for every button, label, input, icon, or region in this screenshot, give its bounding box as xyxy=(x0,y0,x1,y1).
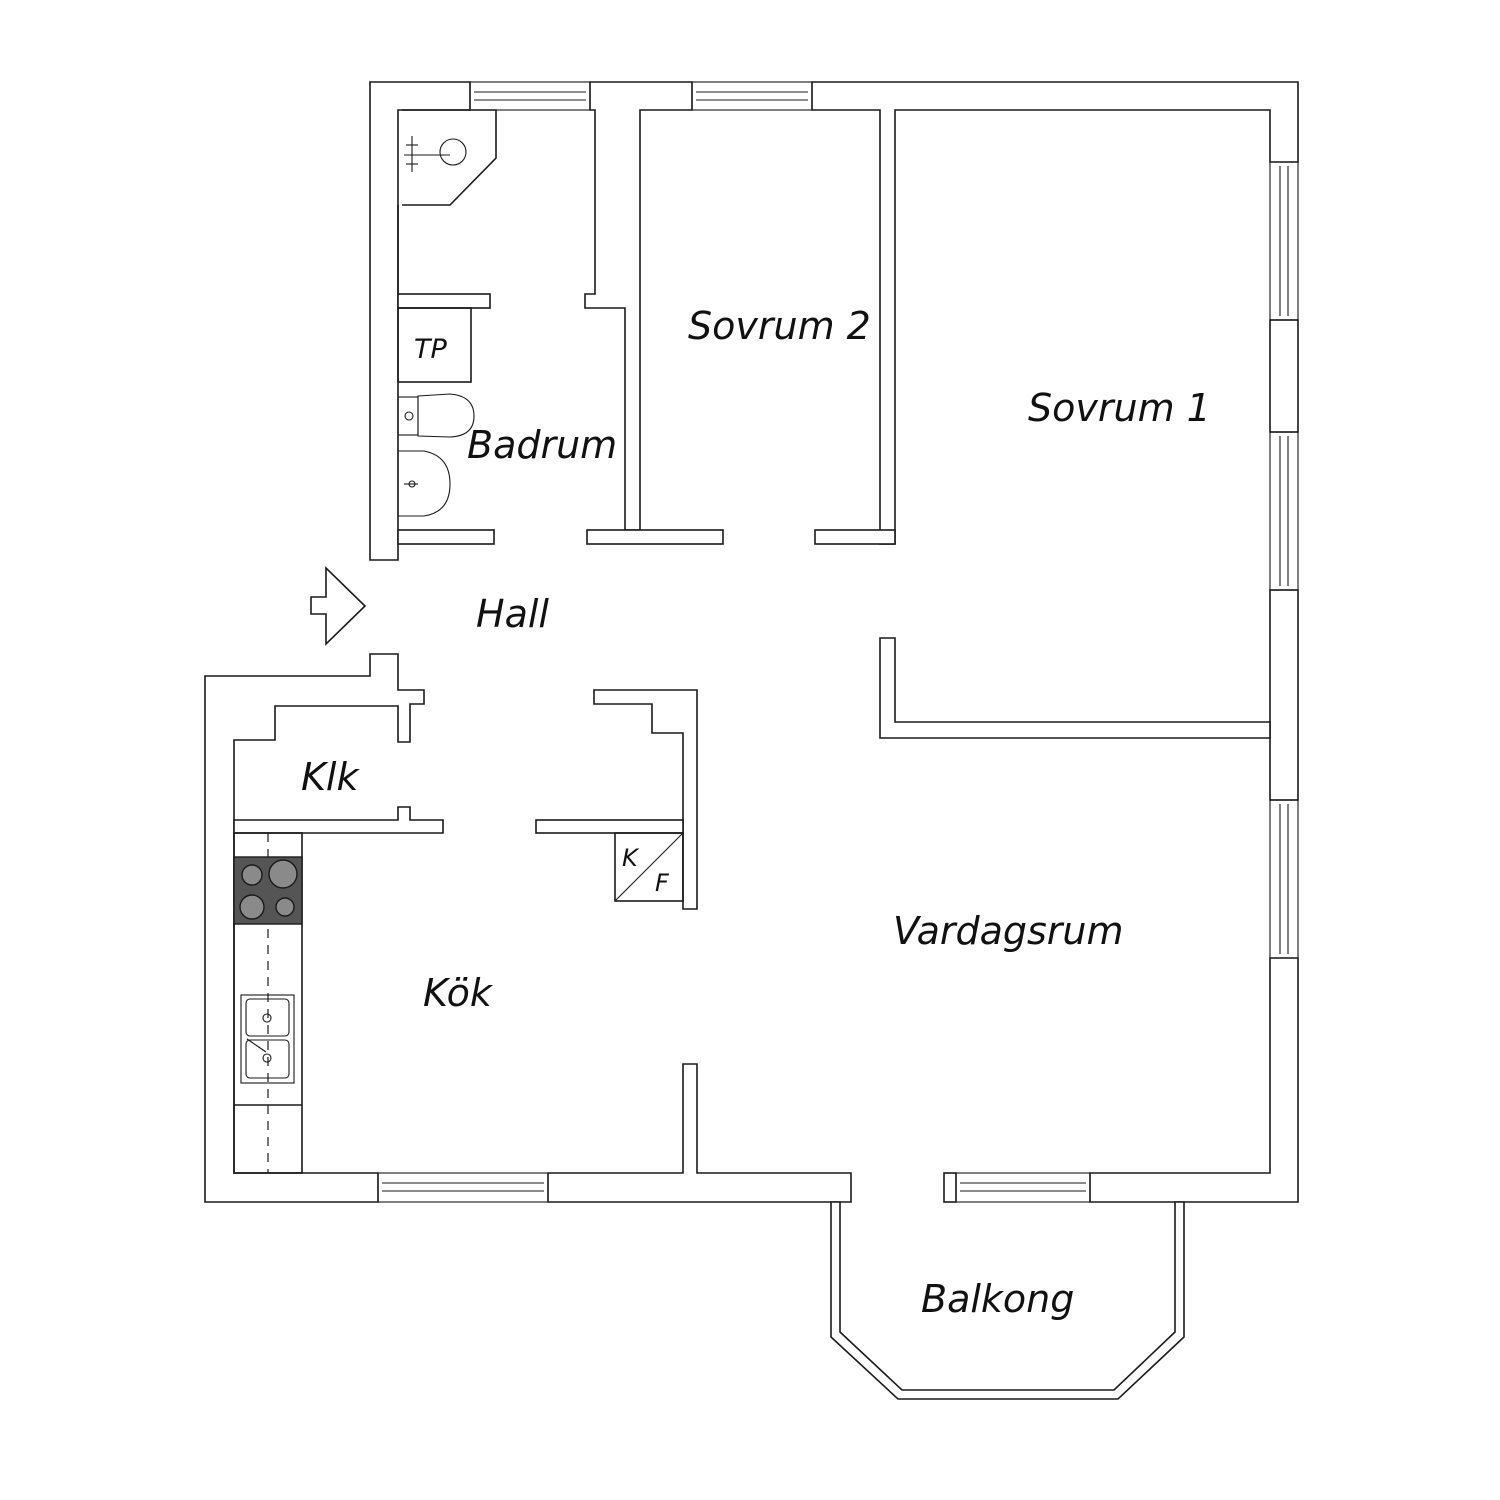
fridge-label-f: F xyxy=(655,869,670,897)
room-label-vardagsrum: Vardagsrum xyxy=(893,909,1124,953)
bathroom-fixtures xyxy=(397,109,497,517)
wall-bath-inner xyxy=(397,293,491,309)
windows xyxy=(377,81,1299,1203)
window-bed1-right-b xyxy=(1269,431,1299,591)
room-labels: Sovrum 2 Sovrum 1 Badrum TP Hall Klk Kök… xyxy=(301,304,1211,1321)
room-label-balkong: Balkong xyxy=(921,1277,1074,1321)
room-label-hall: Hall xyxy=(476,592,549,636)
sink-double-icon xyxy=(240,994,295,1084)
wall-top-right xyxy=(811,81,1299,545)
laundry-cabinet-icon xyxy=(397,307,472,383)
room-label-badrum: Badrum xyxy=(467,423,617,467)
window-bath-top xyxy=(469,81,591,111)
shower-corner-icon xyxy=(402,109,497,206)
entrance-arrow-icon xyxy=(310,566,367,646)
window-kitchen-bottom xyxy=(377,1172,549,1203)
window-living-right xyxy=(1269,799,1299,959)
wall-right-pier-2 xyxy=(1269,589,1299,801)
wall-bed2-bottom-right xyxy=(814,529,896,545)
room-label-klk: Klk xyxy=(301,755,360,799)
stove-icon xyxy=(233,856,303,925)
room-label-sovrum-1: Sovrum 1 xyxy=(1028,386,1211,430)
window-bed1-right-a xyxy=(1269,161,1299,321)
window-bed2-top xyxy=(691,81,813,111)
balcony-railing xyxy=(830,1201,1185,1400)
walls xyxy=(204,81,1299,1400)
toilet-icon xyxy=(397,393,475,438)
wall-bottom-mid xyxy=(547,1063,852,1203)
room-label-kok: Kök xyxy=(423,971,494,1015)
wall-bedroom1-bottom xyxy=(879,637,1271,739)
wall-klk-lower xyxy=(233,806,444,834)
wall-right-pier-1 xyxy=(1269,319,1299,433)
wall-kitchen-divider xyxy=(535,819,684,834)
wall-hall-right-stub xyxy=(593,689,698,910)
wall-top-left xyxy=(369,81,471,561)
room-label-sovrum-2: Sovrum 2 xyxy=(688,304,871,348)
wall-bottom-balcony-right xyxy=(943,1172,957,1203)
wall-bath-bottom-left xyxy=(397,529,495,545)
room-label-tp: TP xyxy=(414,334,447,365)
sink-icon xyxy=(397,450,451,517)
kitchen-fixtures xyxy=(233,832,684,1174)
wall-right-lower xyxy=(1089,957,1299,1203)
wall-kitchen-left xyxy=(204,653,425,1203)
fridge-label-k: K xyxy=(622,844,640,872)
window-living-bottom xyxy=(955,1172,1091,1203)
wall-bath-bottom-right xyxy=(586,529,724,545)
fridge-freezer-icon xyxy=(614,832,684,902)
